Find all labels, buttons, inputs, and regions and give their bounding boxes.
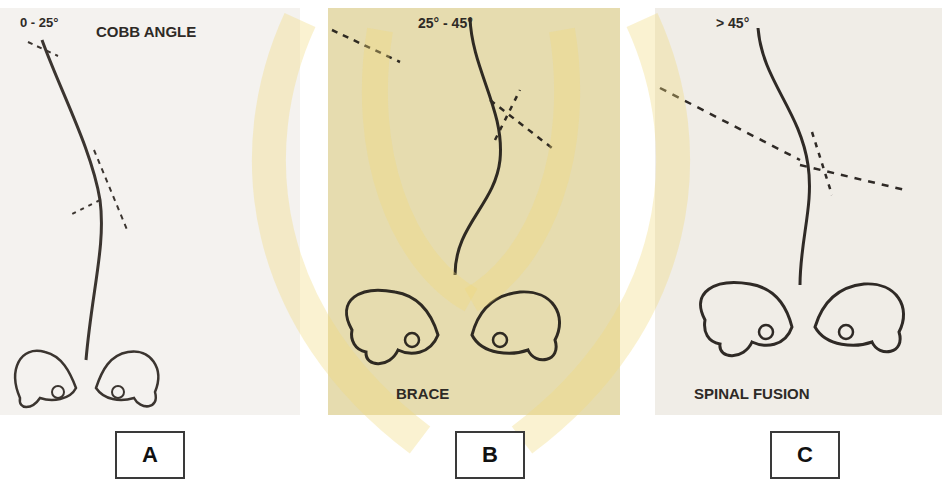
angle-range: 0 - 25° <box>20 16 58 30</box>
cobb-angle-label: COBB ANGLE <box>96 24 196 41</box>
panel-letter-box: A <box>115 431 185 479</box>
panel-letter-box: B <box>455 431 525 479</box>
panel-letter-box: C <box>770 431 840 479</box>
treatment-label: BRACE <box>396 386 449 403</box>
panel-b-ground <box>328 8 620 415</box>
panel-letter: C <box>797 442 813 468</box>
treatment-label: SPINAL FUSION <box>694 386 810 403</box>
panel-letter: B <box>482 442 498 468</box>
panel-c-ground <box>655 8 942 415</box>
spine-c <box>660 28 905 356</box>
spine-a <box>15 40 158 407</box>
spine-b <box>332 18 560 364</box>
angle-range: > 45° <box>716 16 749 31</box>
angle-range: 25° - 45° <box>418 16 473 31</box>
watermark <box>269 20 673 440</box>
panel-letter: A <box>142 442 158 468</box>
panel-a-ground <box>0 8 300 415</box>
